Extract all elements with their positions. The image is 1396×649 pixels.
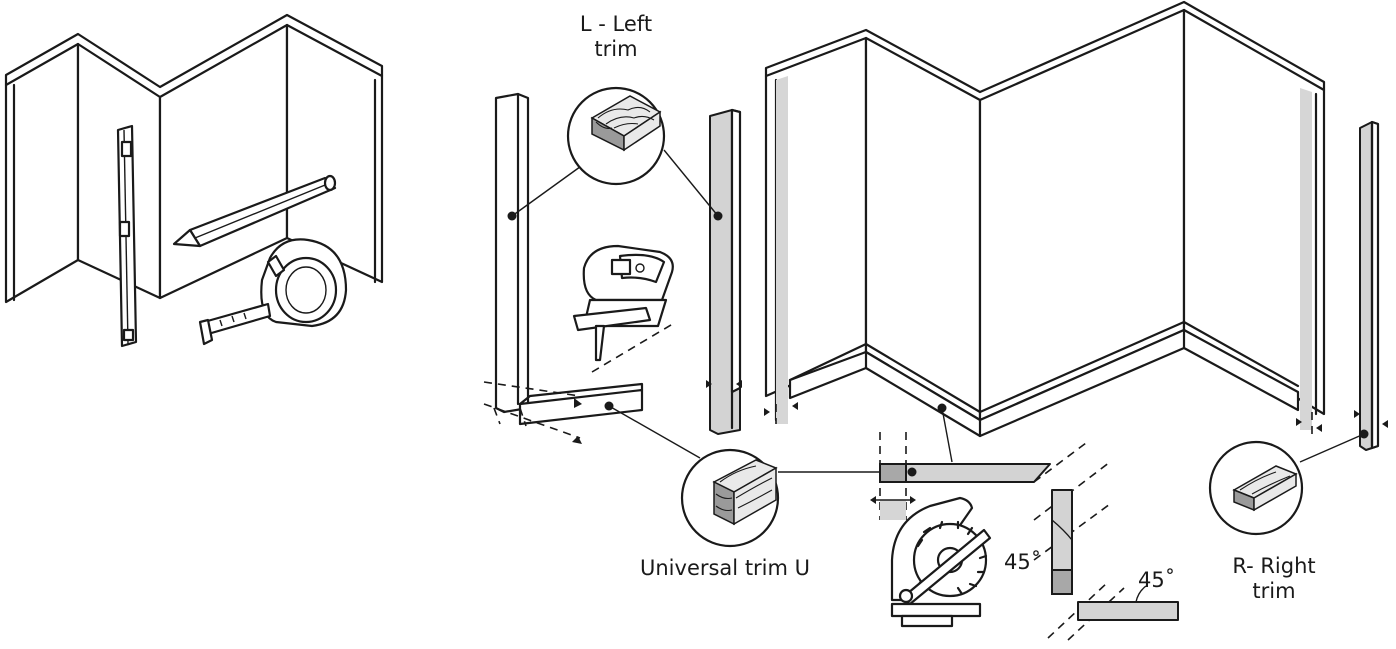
pencil-icon [172, 174, 337, 248]
miter-cut-detail [778, 432, 1179, 641]
baseboard-trim [788, 328, 1300, 438]
left-trim-label-line2: trim [594, 37, 638, 62]
jigsaw-icon [572, 244, 674, 362]
right-trim-label: R- Right trim [1222, 554, 1326, 604]
back-wall-panel [158, 23, 289, 300]
left-trim-profile-magnifier [566, 86, 666, 186]
wall-panel-4 [1182, 8, 1326, 416]
tape-measure-icon [198, 238, 348, 346]
universal-trim-profile-magnifier [680, 448, 780, 548]
left-trim-label-line1: L - Left [579, 12, 653, 36]
right-trim-piece [706, 108, 742, 435]
right-trim-profile-magnifier [1208, 440, 1304, 536]
right-trim-separate-piece [1299, 120, 1388, 463]
left-trim-label: L - Left trim [566, 12, 666, 62]
universal-trim-label: Universal trim U [640, 556, 811, 580]
right-trim-label-line1: R- Right [1232, 554, 1316, 578]
right-wall-panel [285, 23, 384, 284]
left-wall-panel [4, 42, 80, 304]
right-trim-label-line2: trim [1252, 579, 1296, 604]
cutting-scene [483, 92, 742, 459]
miter-saw-icon [890, 496, 992, 628]
angle-label-horizontal: 45˚ [1138, 568, 1176, 592]
wall-assembly-scene [764, 0, 1326, 463]
spirit-level-icon [116, 124, 138, 348]
wall-corner-tools-scene [4, 13, 384, 348]
left-trim-piece [494, 92, 530, 414]
angle-label-vertical: 45˚ [1004, 550, 1042, 574]
